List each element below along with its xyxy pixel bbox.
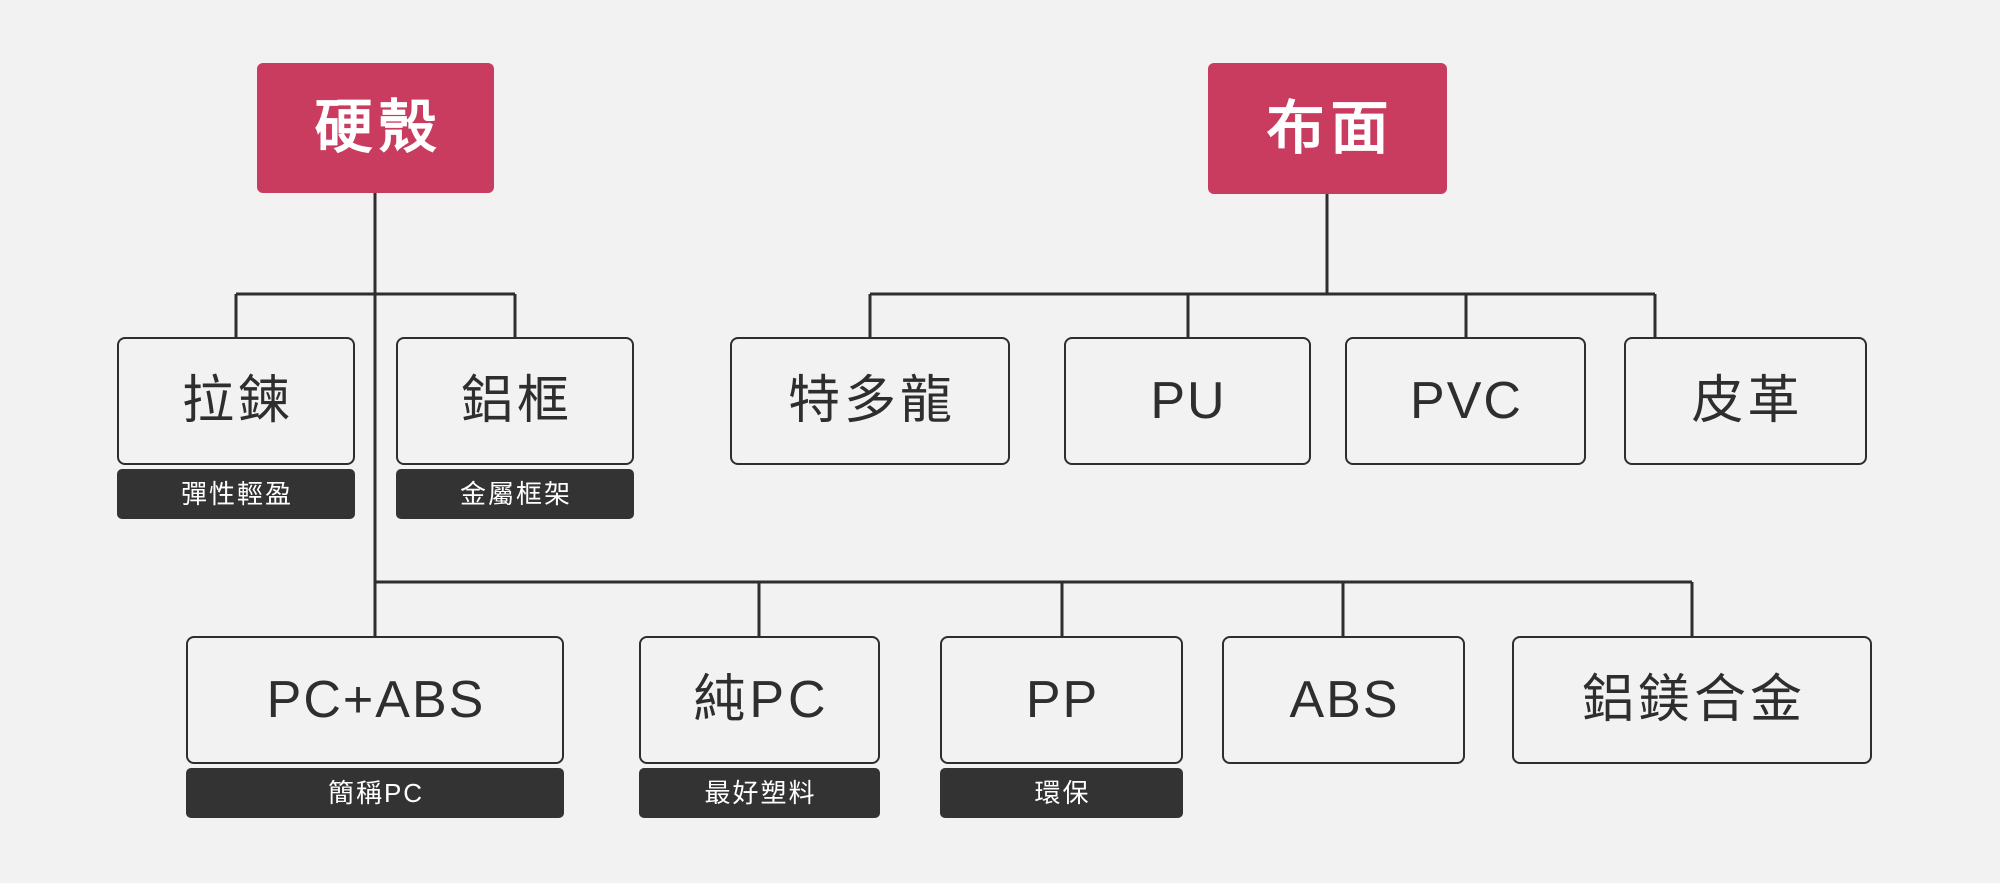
node-abs[interactable]: ABS: [1222, 636, 1465, 764]
node-hard-shell[interactable]: 硬殼: [257, 63, 494, 193]
badge-pure-pc-label: 最好塑料: [704, 778, 817, 808]
node-fabric-label: 布面: [1266, 95, 1395, 161]
node-pc-abs-label: PC+ABS: [266, 671, 486, 729]
node-pu-label: PU: [1150, 372, 1227, 430]
badge-aluminum-frame-label: 金屬框架: [459, 479, 572, 509]
node-pc-abs[interactable]: PC+ABS: [186, 636, 564, 764]
badge-pc-abs-label: 簡稱PC: [327, 778, 425, 808]
node-al-mg-alloy[interactable]: 鋁鎂合金: [1512, 636, 1872, 764]
badge-zipper-label: 彈性輕盈: [180, 479, 293, 509]
node-zipper[interactable]: 拉鍊: [117, 337, 355, 465]
node-pure-pc[interactable]: 純PC: [639, 636, 880, 764]
node-fabric[interactable]: 布面: [1208, 63, 1447, 194]
node-terylene[interactable]: 特多龍: [730, 337, 1010, 465]
node-pp[interactable]: PP: [940, 636, 1183, 764]
node-al-mg-alloy-label: 鋁鎂合金: [1581, 671, 1806, 729]
badge-pp-label: 環保: [1034, 778, 1091, 808]
badge-zipper: 彈性輕盈: [117, 469, 355, 519]
node-pp-label: PP: [1025, 671, 1100, 729]
node-leather[interactable]: 皮革: [1624, 337, 1867, 465]
node-aluminum-frame[interactable]: 鋁框: [396, 337, 634, 465]
node-zipper-label: 拉鍊: [181, 372, 294, 430]
node-terylene-label: 特多龍: [787, 372, 956, 430]
node-pure-pc-label: 純PC: [693, 671, 830, 729]
badge-pp: 環保: [940, 768, 1183, 818]
node-aluminum-frame-label: 鋁框: [460, 372, 573, 430]
badge-pc-abs: 簡稱PC: [186, 768, 564, 818]
node-pvc-label: PVC: [1410, 372, 1523, 430]
node-hard-shell-label: 硬殼: [314, 95, 443, 160]
node-pvc[interactable]: PVC: [1345, 337, 1586, 465]
node-leather-label: 皮革: [1691, 372, 1804, 430]
badge-pure-pc: 最好塑料: [639, 768, 880, 818]
node-pu[interactable]: PU: [1064, 337, 1311, 465]
badge-aluminum-frame: 金屬框架: [396, 469, 634, 519]
node-abs-label: ABS: [1289, 671, 1400, 729]
